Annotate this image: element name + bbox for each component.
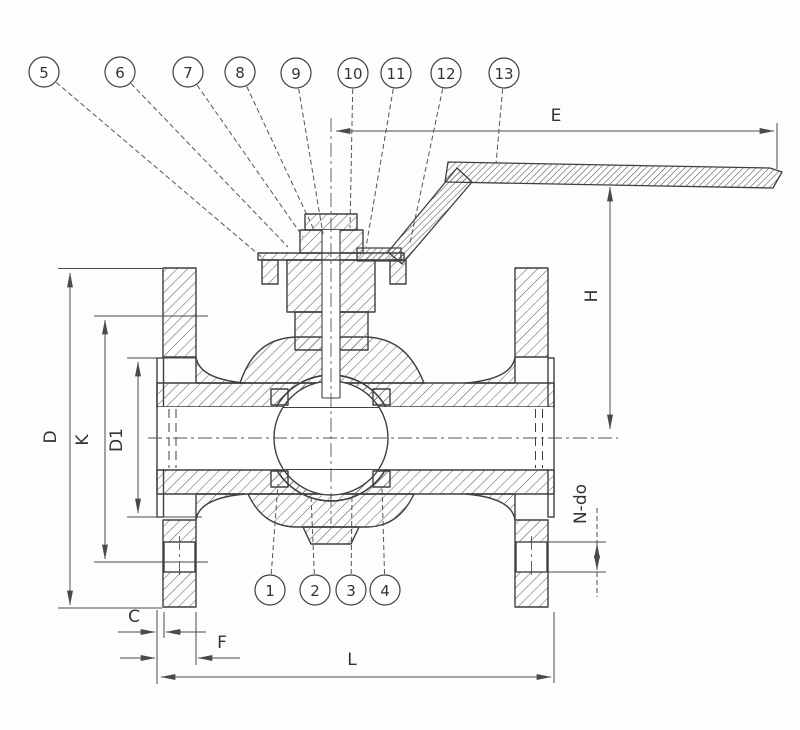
callout-number: 10 [343,65,362,83]
gland-bolt-right [389,259,407,285]
right-bottom-hub-fillet [465,493,516,521]
callout-1: 1 [254,574,286,606]
callout-number: 13 [494,65,513,83]
dimension-label-d1: D1 [107,428,127,452]
callouts-top: 5 6 7 8 9 10 11 12 13 [28,56,520,89]
callout-5: 5 [28,56,60,88]
callout-11: 11 [380,57,412,89]
callout-number: 4 [380,582,390,600]
dimension-label-e: E [551,106,562,126]
dimension-label-d: D [41,430,61,443]
dimension-K: K [73,319,108,560]
callout-10: 10 [337,57,369,89]
leader-lines [43,71,505,591]
dimension-F: F [120,633,240,661]
dimension-H: H [582,186,613,430]
callout-number: 5 [39,64,49,82]
dimension-label-n-do: N-do [571,484,591,524]
dimension-N-do: N-do [571,484,600,597]
callout-number: 12 [436,65,455,83]
callout-number: 6 [115,64,125,82]
seat-ring-bottom-left [270,470,289,488]
callout-number: 11 [386,65,405,83]
callout-12: 12 [430,57,462,89]
dimension-L: L [160,650,552,680]
callout-number: 7 [183,64,193,82]
dimension-label-k: K [73,434,93,446]
callout-3: 3 [335,574,367,606]
dimension-label-l: L [347,650,357,670]
callout-number: 9 [291,65,301,83]
bolt-hole-left [163,536,196,578]
callout-6: 6 [104,56,136,88]
dimension-label-h: H [582,290,602,303]
right-top-hub-fillet [465,356,516,384]
bolt-hole-right [515,536,548,578]
dimension-C: C [118,607,206,635]
dimension-D: D [41,272,73,606]
callouts-bottom: 1 2 3 4 [254,574,401,606]
dimension-D1: D1 [107,361,141,514]
callout-number: 8 [235,64,245,82]
callout-4: 4 [369,574,401,606]
callout-2: 2 [299,574,331,606]
bottom-cover [302,526,360,545]
callout-number: 2 [310,582,320,600]
callout-number: 1 [265,582,275,600]
callout-8: 8 [224,56,256,88]
handle-grip [444,161,783,189]
gasket-face-ticks [168,409,543,468]
callout-13: 13 [488,57,520,89]
gland-bolt-left [261,259,279,285]
callout-number: 3 [346,582,356,600]
handle [356,161,783,265]
dimension-E: E [335,106,775,134]
right-flange-upper [514,267,549,358]
seat-ring-top-left [270,388,289,406]
left-top-hub-fillet [195,356,246,384]
callout-7: 7 [172,56,204,88]
callout-9: 9 [280,57,312,89]
left-bottom-hub-fillet [195,493,246,521]
seat-ring-bottom-right [372,470,391,488]
left-flange-upper [162,267,197,358]
seat-ring-top-right [372,388,391,406]
dimension-label-f: F [217,633,227,653]
valve-body [156,267,555,608]
extension-lines [58,123,778,684]
dimension-label-c: C [128,607,140,627]
